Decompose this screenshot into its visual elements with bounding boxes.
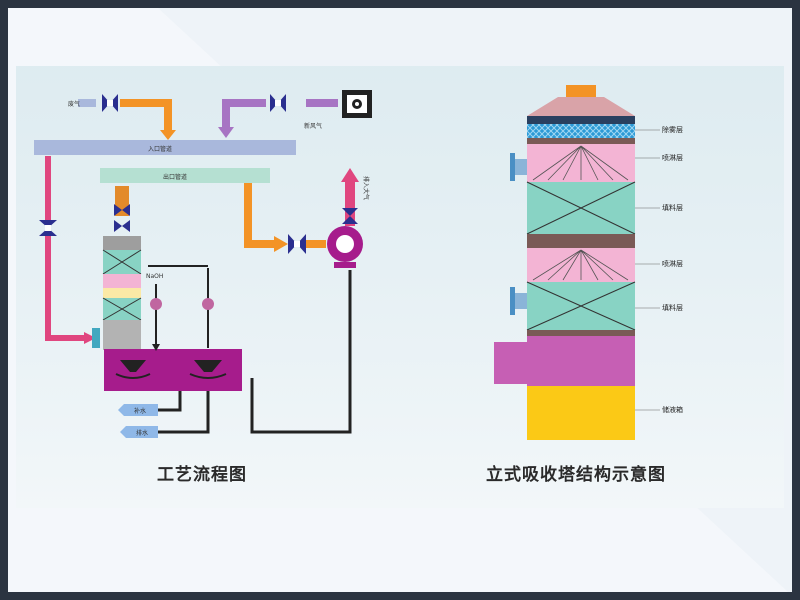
spray-lines-1 xyxy=(532,145,629,181)
tank-inlet-box xyxy=(494,342,527,384)
scrubber-tower xyxy=(102,186,142,350)
diagram-canvas: 入口管道 出口管道 废气 xyxy=(8,8,788,592)
tower-outlet-cap xyxy=(566,85,596,97)
tower-diagram-caption: 立式吸收塔结构示意图 xyxy=(486,465,666,485)
slide: 入口管道 出口管道 废气 xyxy=(8,8,792,592)
packing-cross-2 xyxy=(526,281,636,331)
tank-upper xyxy=(527,336,635,386)
water-out-label: 排水 xyxy=(136,429,148,437)
outlet-pipe xyxy=(244,183,278,248)
valve-stack xyxy=(342,208,358,224)
valve-waste-gas xyxy=(102,94,118,112)
tower-inlet-flange xyxy=(92,328,100,348)
valve-outlet xyxy=(288,234,306,254)
waste-gas-label: 废气 xyxy=(68,100,80,108)
exhaust-arrowhead xyxy=(341,168,359,182)
pump-left xyxy=(115,360,151,379)
layer-label-spray-1: 喷淋层 xyxy=(662,153,683,162)
inlet-duct xyxy=(34,140,296,155)
outlet-duct xyxy=(100,168,270,183)
process-flow-diagram: 入口管道 出口管道 废气 xyxy=(34,90,372,438)
layer-label-tank: 储液箱 xyxy=(662,405,683,414)
layer-label-demister: 除雾层 xyxy=(662,125,683,134)
circulation-pump xyxy=(202,298,214,310)
makeup-water-line xyxy=(158,391,182,412)
packing-cross-1 xyxy=(526,181,636,235)
bypass-arrowhead xyxy=(84,332,96,344)
pump-right xyxy=(189,360,227,379)
waste-gas-pipe xyxy=(120,99,172,133)
side-nozzle-1 xyxy=(510,153,527,181)
tower-top-band xyxy=(527,116,635,124)
tower-roof xyxy=(527,97,635,116)
layer-label-packing-1: 填料层 xyxy=(662,203,683,212)
naoh-pump xyxy=(150,298,162,310)
drain-line xyxy=(158,391,210,434)
circulation-tank xyxy=(104,349,242,391)
tower-band-1 xyxy=(527,138,635,144)
waste-gas-arrowhead xyxy=(160,130,176,140)
fresh-air-label: 新风气 xyxy=(304,122,322,130)
process-diagram-caption: 工艺流程图 xyxy=(157,465,247,485)
valve-fresh-air xyxy=(270,94,286,112)
valve-bypass xyxy=(39,220,57,236)
water-out-arrow xyxy=(120,426,158,438)
bypass-pipe xyxy=(45,156,86,341)
spray-lines-2 xyxy=(532,249,629,281)
water-in-label: 补水 xyxy=(134,407,146,415)
layer-label-packing-2: 填料层 xyxy=(662,303,683,312)
fresh-air-pipe xyxy=(222,99,266,130)
emission-label: 排入大气 xyxy=(362,176,370,200)
naoh-arrow xyxy=(152,344,160,351)
outlet-duct-label: 出口管道 xyxy=(163,173,187,181)
fresh-air-inlet-icon xyxy=(342,90,372,118)
exhaust-fan xyxy=(327,226,363,268)
inlet-duct-label: 入口管道 xyxy=(148,145,172,153)
fresh-air-arrowhead xyxy=(218,127,234,138)
water-in-arrow xyxy=(118,404,158,416)
tower-band-3 xyxy=(527,330,635,336)
return-line xyxy=(250,270,352,434)
outlet-arrowhead xyxy=(274,236,288,252)
side-nozzle-2 xyxy=(510,287,527,315)
demister-layer xyxy=(527,124,635,138)
naoh-label: NaOH xyxy=(146,273,163,280)
absorption-tower-diagram: 除雾层 喷淋层 填料层 喷淋层 填料层 储液箱 xyxy=(494,85,683,440)
layer-label-spray-2: 喷淋层 xyxy=(662,259,683,268)
callout-lines xyxy=(635,129,660,411)
tower-band-2 xyxy=(527,234,635,248)
liquid-tank xyxy=(527,386,635,440)
